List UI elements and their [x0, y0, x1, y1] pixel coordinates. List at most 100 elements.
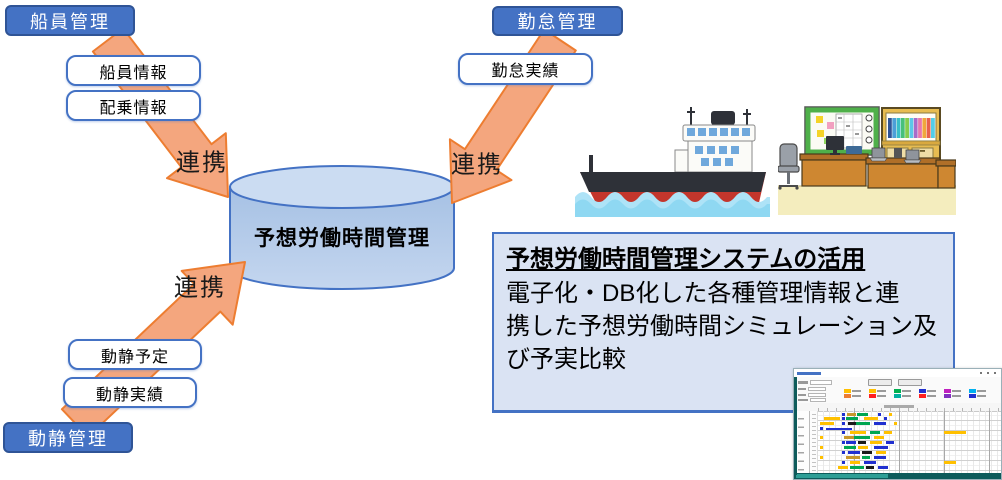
gantt-bar — [844, 446, 856, 449]
system-box-attendance-management: 勤怠管理 — [492, 6, 623, 36]
linkage-label-attendance: 連携 — [451, 151, 503, 179]
system-box-label: 勤怠管理 — [517, 12, 598, 32]
data-box-movement-plan: 動静予定 — [68, 339, 202, 370]
gantt-form-field — [808, 387, 826, 391]
gantt-bar — [858, 446, 868, 449]
gantt-legend — [844, 388, 986, 398]
gantt-legend-group — [869, 388, 886, 398]
gantt-legend-group — [969, 388, 986, 398]
database-label: 予想労働時間管理 — [254, 227, 430, 250]
gantt-bar — [874, 422, 886, 425]
gantt-bar — [848, 451, 860, 454]
gantt-bar — [886, 441, 894, 444]
gantt-form-label-stub — [798, 388, 806, 390]
data-box-label: 配乗情報 — [99, 99, 168, 117]
gantt-bar — [842, 413, 845, 416]
gantt-bar — [838, 466, 848, 469]
gantt-bar — [842, 441, 845, 444]
gantt-bar — [842, 422, 845, 425]
gantt-bar — [850, 431, 866, 434]
gantt-bar — [820, 446, 823, 449]
data-box-label: 勤怠実績 — [491, 63, 560, 80]
gantt-form-field — [810, 380, 832, 385]
gantt-toolbar — [794, 377, 1001, 404]
gantt-bar — [846, 441, 856, 444]
gantt-bar — [850, 461, 860, 464]
data-box-boarding-info: 配乗情報 — [66, 90, 201, 121]
data-box-crew-info: 船員情報 — [66, 55, 201, 86]
callout-title: 予想労働時間管理システムの活用 — [506, 246, 866, 273]
gantt-gridline — [899, 411, 900, 475]
system-box-label: 船員管理 — [30, 11, 110, 32]
gantt-row-labels — [794, 411, 810, 475]
gantt-bar — [894, 422, 897, 425]
gantt-row-sublabels — [810, 411, 818, 475]
gantt-bar — [820, 456, 823, 459]
gantt-left-edge — [794, 377, 797, 475]
gantt-window-controls — [980, 372, 998, 374]
gantt-bar — [846, 417, 858, 420]
system-box-crew-management: 船員管理 — [5, 5, 135, 36]
linkage-label-movement: 連携 — [174, 274, 226, 302]
gantt-bar — [884, 431, 892, 434]
gantt-bar — [847, 413, 856, 416]
gantt-bar — [870, 441, 882, 444]
gantt-legend-group — [944, 388, 961, 398]
system-box-label: 動静管理 — [28, 428, 108, 449]
gantt-scrollbar — [794, 473, 1001, 479]
database-cylinder — [229, 165, 455, 290]
gantt-bar — [820, 422, 834, 425]
gantt-scrollbar-thumb — [796, 474, 888, 478]
gantt-bar — [842, 451, 845, 454]
gantt-bar — [874, 436, 884, 439]
callout-box: 予想労働時間管理システムの活用 電子化・DB化した各種管理情報と連 携した予想労… — [492, 232, 955, 413]
gantt-bar — [856, 422, 870, 425]
gantt-bar — [874, 456, 886, 459]
gantt-bar — [824, 417, 840, 420]
gantt-bar — [850, 466, 864, 469]
data-box-label: 船員情報 — [99, 64, 168, 82]
gantt-legend-group — [894, 388, 911, 398]
gantt-bar — [842, 461, 845, 464]
gantt-timeline-ticks — [818, 408, 1001, 411]
linkage-label-crew: 連携 — [176, 149, 228, 177]
gantt-bar — [858, 441, 866, 444]
callout-body-line: び予実比較 — [506, 346, 626, 373]
gantt-bar — [854, 436, 870, 439]
gantt-bar — [876, 451, 886, 454]
gantt-form-label-stub — [798, 399, 808, 401]
gantt-bar — [862, 451, 872, 454]
callout-body-line: 携した予想労働時間シミュレーション及 — [506, 313, 938, 340]
system-box-movement-management: 動静管理 — [3, 422, 133, 453]
gantt-bar — [820, 436, 823, 439]
office-room-illustration — [778, 88, 956, 215]
gantt-legend-group — [844, 388, 861, 398]
gantt-bar — [870, 431, 880, 434]
data-box-movement-record: 動静実績 — [63, 377, 197, 408]
gantt-gridline — [989, 411, 990, 475]
gantt-bar — [820, 427, 823, 430]
gantt-bar — [864, 461, 876, 464]
data-box-label: 動静実績 — [95, 386, 164, 404]
gantt-form-label-stub — [798, 381, 808, 384]
gantt-bar — [884, 417, 887, 420]
gantt-bar — [826, 428, 852, 430]
gantt-bar — [874, 446, 888, 449]
gantt-bar — [844, 436, 854, 439]
gantt-bar — [862, 456, 870, 459]
gantt-form-field — [810, 398, 826, 402]
gantt-legend-group — [919, 388, 936, 398]
gantt-timeline-title-stub — [884, 405, 914, 408]
gantt-button — [898, 379, 922, 386]
callout-body-line: 電子化・DB化した各種管理情報と連 — [506, 280, 900, 307]
gantt-bar — [866, 466, 874, 469]
gantt-bar — [878, 466, 888, 469]
gantt-bar — [848, 422, 856, 425]
gantt-bar — [842, 417, 845, 420]
gantt-bar — [842, 431, 845, 434]
gantt-screenshot — [793, 368, 1002, 480]
gantt-bar — [878, 413, 881, 416]
gantt-button — [868, 379, 892, 386]
data-box-label: 動静予定 — [100, 348, 169, 366]
